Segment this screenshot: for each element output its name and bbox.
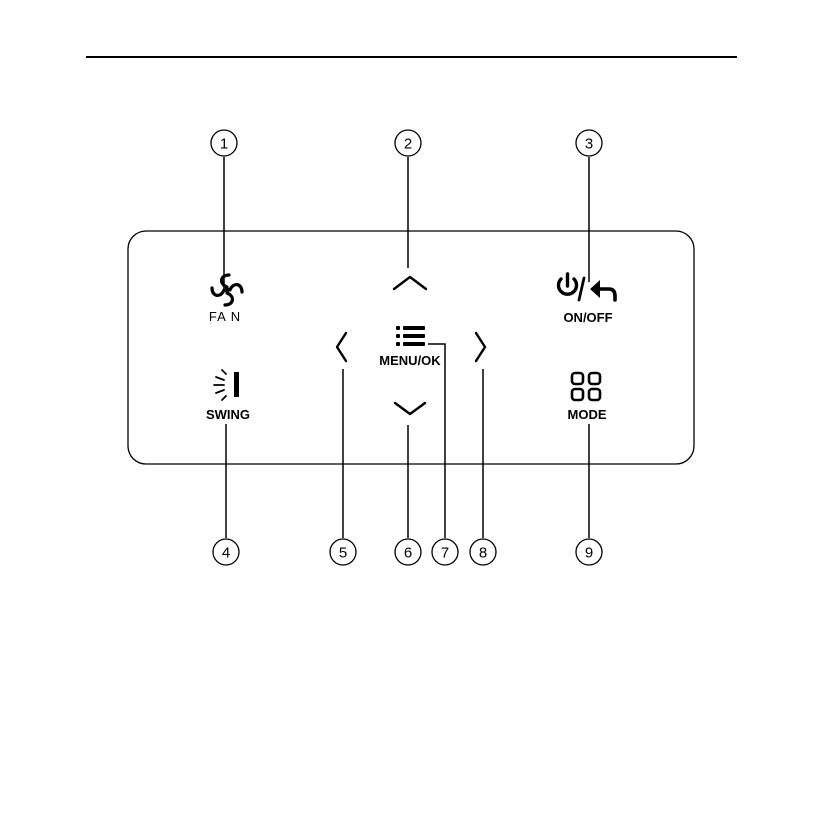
- callout-number: 1: [220, 136, 228, 153]
- down-button[interactable]: [395, 403, 425, 414]
- right-button[interactable]: [476, 333, 485, 361]
- fan-icon: [212, 275, 242, 305]
- callout-number: 3: [585, 136, 593, 153]
- callout-number: 9: [585, 545, 593, 562]
- callout-number: 7: [441, 545, 449, 562]
- leader-line-7: [428, 344, 445, 538]
- mode-label: MODE: [568, 407, 607, 422]
- callout-number: 4: [222, 545, 230, 562]
- callout-6: 6: [395, 539, 421, 565]
- mode-button[interactable]: MODE: [568, 373, 607, 422]
- callout-4: 4: [213, 539, 239, 565]
- callout-7: 7: [432, 539, 458, 565]
- onoff-label: ON/OFF: [563, 310, 612, 325]
- onoff-button[interactable]: ON/OFF: [559, 274, 615, 325]
- callout-number: 6: [404, 545, 412, 562]
- callout-5: 5: [330, 539, 356, 565]
- callout-2: 2: [395, 130, 421, 156]
- up-button[interactable]: [394, 277, 426, 289]
- leader-lines: [224, 157, 589, 538]
- chevron-up-icon: [394, 277, 426, 289]
- fan-label: FA N: [209, 309, 241, 324]
- chevron-right-icon: [476, 333, 485, 361]
- chevron-down-icon: [395, 403, 425, 414]
- callout-number: 2: [404, 136, 412, 153]
- fan-button[interactable]: FA N: [209, 275, 242, 324]
- power-back-icon: [559, 274, 615, 300]
- chevron-left-icon: [337, 333, 346, 361]
- swing-icon: [214, 370, 226, 400]
- mode-grid-icon: [572, 373, 600, 400]
- swing-label: SWING: [206, 407, 250, 422]
- menu-icon: [396, 326, 425, 346]
- callout-8: 8: [470, 539, 496, 565]
- swing-louver-icon: [234, 372, 239, 397]
- callout-1: 1: [211, 130, 237, 156]
- left-button[interactable]: [337, 333, 346, 361]
- callout-9: 9: [576, 539, 602, 565]
- callout-3: 3: [576, 130, 602, 156]
- control-panel-outline: [128, 231, 694, 464]
- menu-ok-label: MENU/OK: [379, 353, 441, 368]
- callout-number: 8: [479, 545, 487, 562]
- swing-button[interactable]: SWING: [206, 370, 250, 422]
- menu-ok-button[interactable]: MENU/OK: [379, 326, 441, 368]
- callout-number: 5: [339, 545, 347, 562]
